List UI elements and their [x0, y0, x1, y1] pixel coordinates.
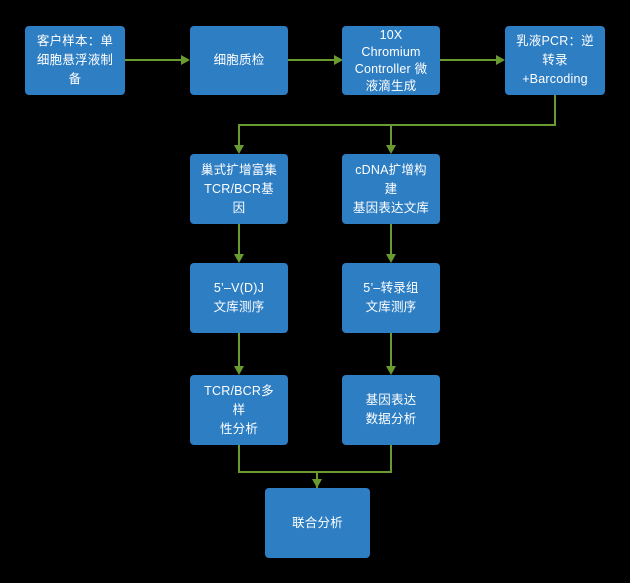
- edge-chromium-to-emulsion-pcr: [440, 59, 496, 61]
- node-transcriptome-seq[interactable]: 5’–转录组 文库测序: [342, 263, 440, 333]
- node-sample-prep[interactable]: 客户样本：单 细胞悬浮液制 备: [25, 26, 125, 95]
- edge-tcr-bcr-diversity-drop: [238, 445, 240, 473]
- arrowhead-to-chromium: [334, 55, 343, 65]
- edge-nested-enrich-to-vdj-seq: [238, 224, 240, 254]
- edge-emulsion-pcr-drop: [554, 95, 556, 126]
- node-tcr-bcr-diversity[interactable]: TCR/BCR多样 性分析: [190, 375, 288, 445]
- arrowhead-to-transcriptome-seq: [386, 254, 396, 263]
- edge-split-to-nested-enrich: [238, 124, 240, 145]
- edge-split-to-cdna-library: [390, 124, 392, 145]
- arrowhead-to-gene-expr-analysis: [386, 366, 396, 375]
- edge-merge-bus: [238, 471, 392, 473]
- arrowhead-to-emulsion-pcr: [496, 55, 505, 65]
- edge-vdj-seq-to-tcr-bcr-diversity: [238, 333, 240, 366]
- node-joint-analysis[interactable]: 联合分析: [265, 488, 370, 558]
- arrowhead-to-nested-enrich: [234, 145, 244, 154]
- arrowhead-to-vdj-seq: [234, 254, 244, 263]
- node-gene-expr-analysis[interactable]: 基因表达 数据分析: [342, 375, 440, 445]
- arrowhead-to-cell-qc: [181, 55, 190, 65]
- edge-cdna-library-to-transcriptome-seq: [390, 224, 392, 254]
- node-nested-enrich[interactable]: 巢式扩增富集 TCR/BCR基 因: [190, 154, 288, 224]
- edge-sample-prep-to-cell-qc: [125, 59, 181, 61]
- arrowhead-to-cdna-library: [386, 145, 396, 154]
- node-cell-qc[interactable]: 细胞质检: [190, 26, 288, 95]
- node-emulsion-pcr[interactable]: 乳液PCR：逆 转录 +Barcoding: [505, 26, 605, 95]
- arrowhead-to-joint-analysis: [312, 479, 322, 488]
- node-vdj-seq[interactable]: 5’–V(D)J 文库测序: [190, 263, 288, 333]
- arrowhead-to-tcr-bcr-diversity: [234, 366, 244, 375]
- edge-gene-expr-analysis-drop: [390, 445, 392, 473]
- edge-emulsion-pcr-split-bus: [238, 124, 556, 126]
- edge-cell-qc-to-chromium: [288, 59, 334, 61]
- node-cdna-library[interactable]: cDNA扩增构建 基因表达文库: [342, 154, 440, 224]
- edge-transcriptome-seq-to-gene-expr: [390, 333, 392, 366]
- node-chromium-droplet[interactable]: 10X Chromium Controller 微 液滴生成: [342, 26, 440, 95]
